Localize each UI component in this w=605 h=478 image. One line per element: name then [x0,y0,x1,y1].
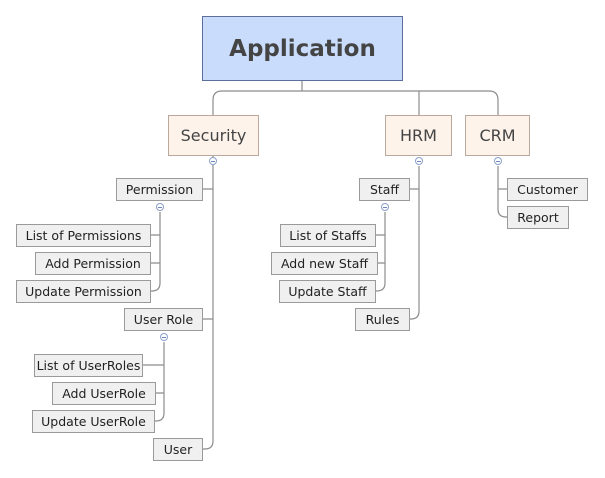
node-add-new-staff[interactable]: Add new Staff [271,252,378,275]
node-list-of-permissions[interactable]: List of Permissions [16,224,151,247]
hrm-trunk [410,166,420,320]
branch-hrm[interactable]: HRM [385,115,452,156]
node-update-userrole[interactable]: Update UserRole [32,410,155,433]
collapse-security-icon[interactable] [209,157,217,165]
security-trunk [203,156,214,450]
permission-connector [151,212,161,292]
node-customer[interactable]: Customer [507,178,588,201]
node-rules[interactable]: Rules [355,308,410,331]
node-add-permission[interactable]: Add Permission [35,252,151,275]
crm-connector [497,166,507,218]
root-connector [212,81,499,115]
collapse-user-role-icon[interactable] [160,333,168,341]
collapse-crm-icon[interactable] [494,157,502,165]
collapse-staff-icon[interactable] [381,203,389,211]
node-permission[interactable]: Permission [116,178,203,201]
node-report[interactable]: Report [507,206,569,229]
node-update-staff[interactable]: Update Staff [279,280,376,303]
staff-connector [376,212,386,292]
branch-crm[interactable]: CRM [465,115,530,156]
node-update-permission[interactable]: Update Permission [16,280,151,303]
root-node[interactable]: Application [202,16,403,81]
node-list-of-staffs[interactable]: List of Staffs [280,224,376,247]
collapse-hrm-icon[interactable] [415,157,423,165]
node-staff[interactable]: Staff [359,178,410,201]
collapse-permission-icon[interactable] [156,203,164,211]
node-user-role[interactable]: User Role [124,308,203,331]
node-user[interactable]: User [153,438,203,461]
branch-security[interactable]: Security [168,115,259,156]
node-add-userrole[interactable]: Add UserRole [52,382,156,405]
node-list-of-userroles[interactable]: List of UserRoles [34,354,143,377]
userrole-connector [143,342,165,422]
